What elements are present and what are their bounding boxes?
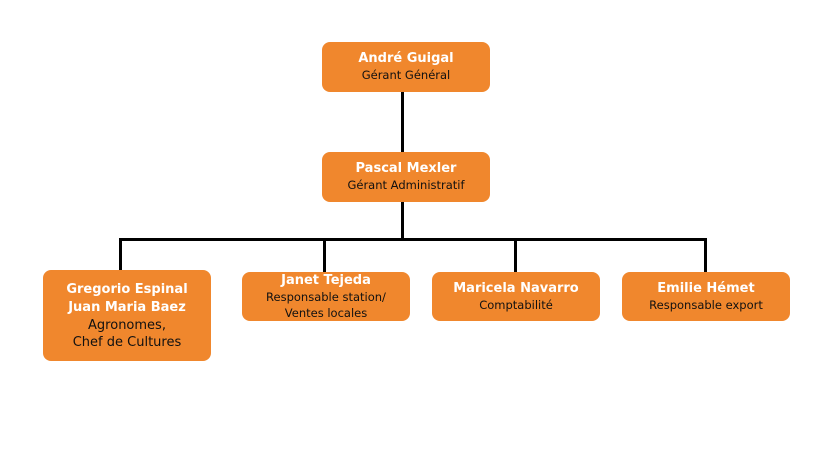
node-role: Chef de Cultures: [72, 334, 182, 350]
node-agro: Gregorio Espinal Juan Maria Baez Agronom…: [43, 270, 211, 361]
node-compta: Maricela Navarro Comptabilité: [432, 272, 600, 321]
node-role: Comptabilité: [479, 297, 553, 312]
node-role: Responsable export: [649, 297, 763, 312]
node-export: Emilie Hémet Responsable export: [622, 272, 790, 321]
connector-station: [323, 238, 326, 272]
node-name: Janet Tejeda: [281, 272, 371, 288]
node-role: Agronomes,: [88, 317, 166, 333]
connector-admin-down: [401, 202, 404, 241]
node-role: Gérant Administratif: [347, 178, 465, 192]
connector-ceo-admin: [401, 92, 404, 152]
node-role: Gérant Général: [361, 68, 451, 82]
node-name: Maricela Navarro: [453, 280, 579, 296]
connector-export: [704, 238, 707, 272]
node-name: Juan Maria Baez: [68, 299, 186, 315]
node-name: Emilie Hémet: [657, 280, 755, 296]
connector-compta: [514, 238, 517, 272]
node-role: Responsable station/: [266, 289, 386, 304]
node-name: Gregorio Espinal: [66, 281, 188, 297]
node-station: Janet Tejeda Responsable station/ Ventes…: [242, 272, 410, 321]
node-admin: Pascal Mexler Gérant Administratif: [322, 152, 490, 202]
node-name: Pascal Mexler: [355, 161, 457, 176]
node-role: Ventes locales: [284, 305, 368, 320]
connector-agro: [119, 238, 122, 270]
connector-horizontal: [119, 238, 707, 241]
node-ceo: André Guigal Gérant Général: [322, 42, 490, 92]
node-name: André Guigal: [358, 51, 454, 66]
